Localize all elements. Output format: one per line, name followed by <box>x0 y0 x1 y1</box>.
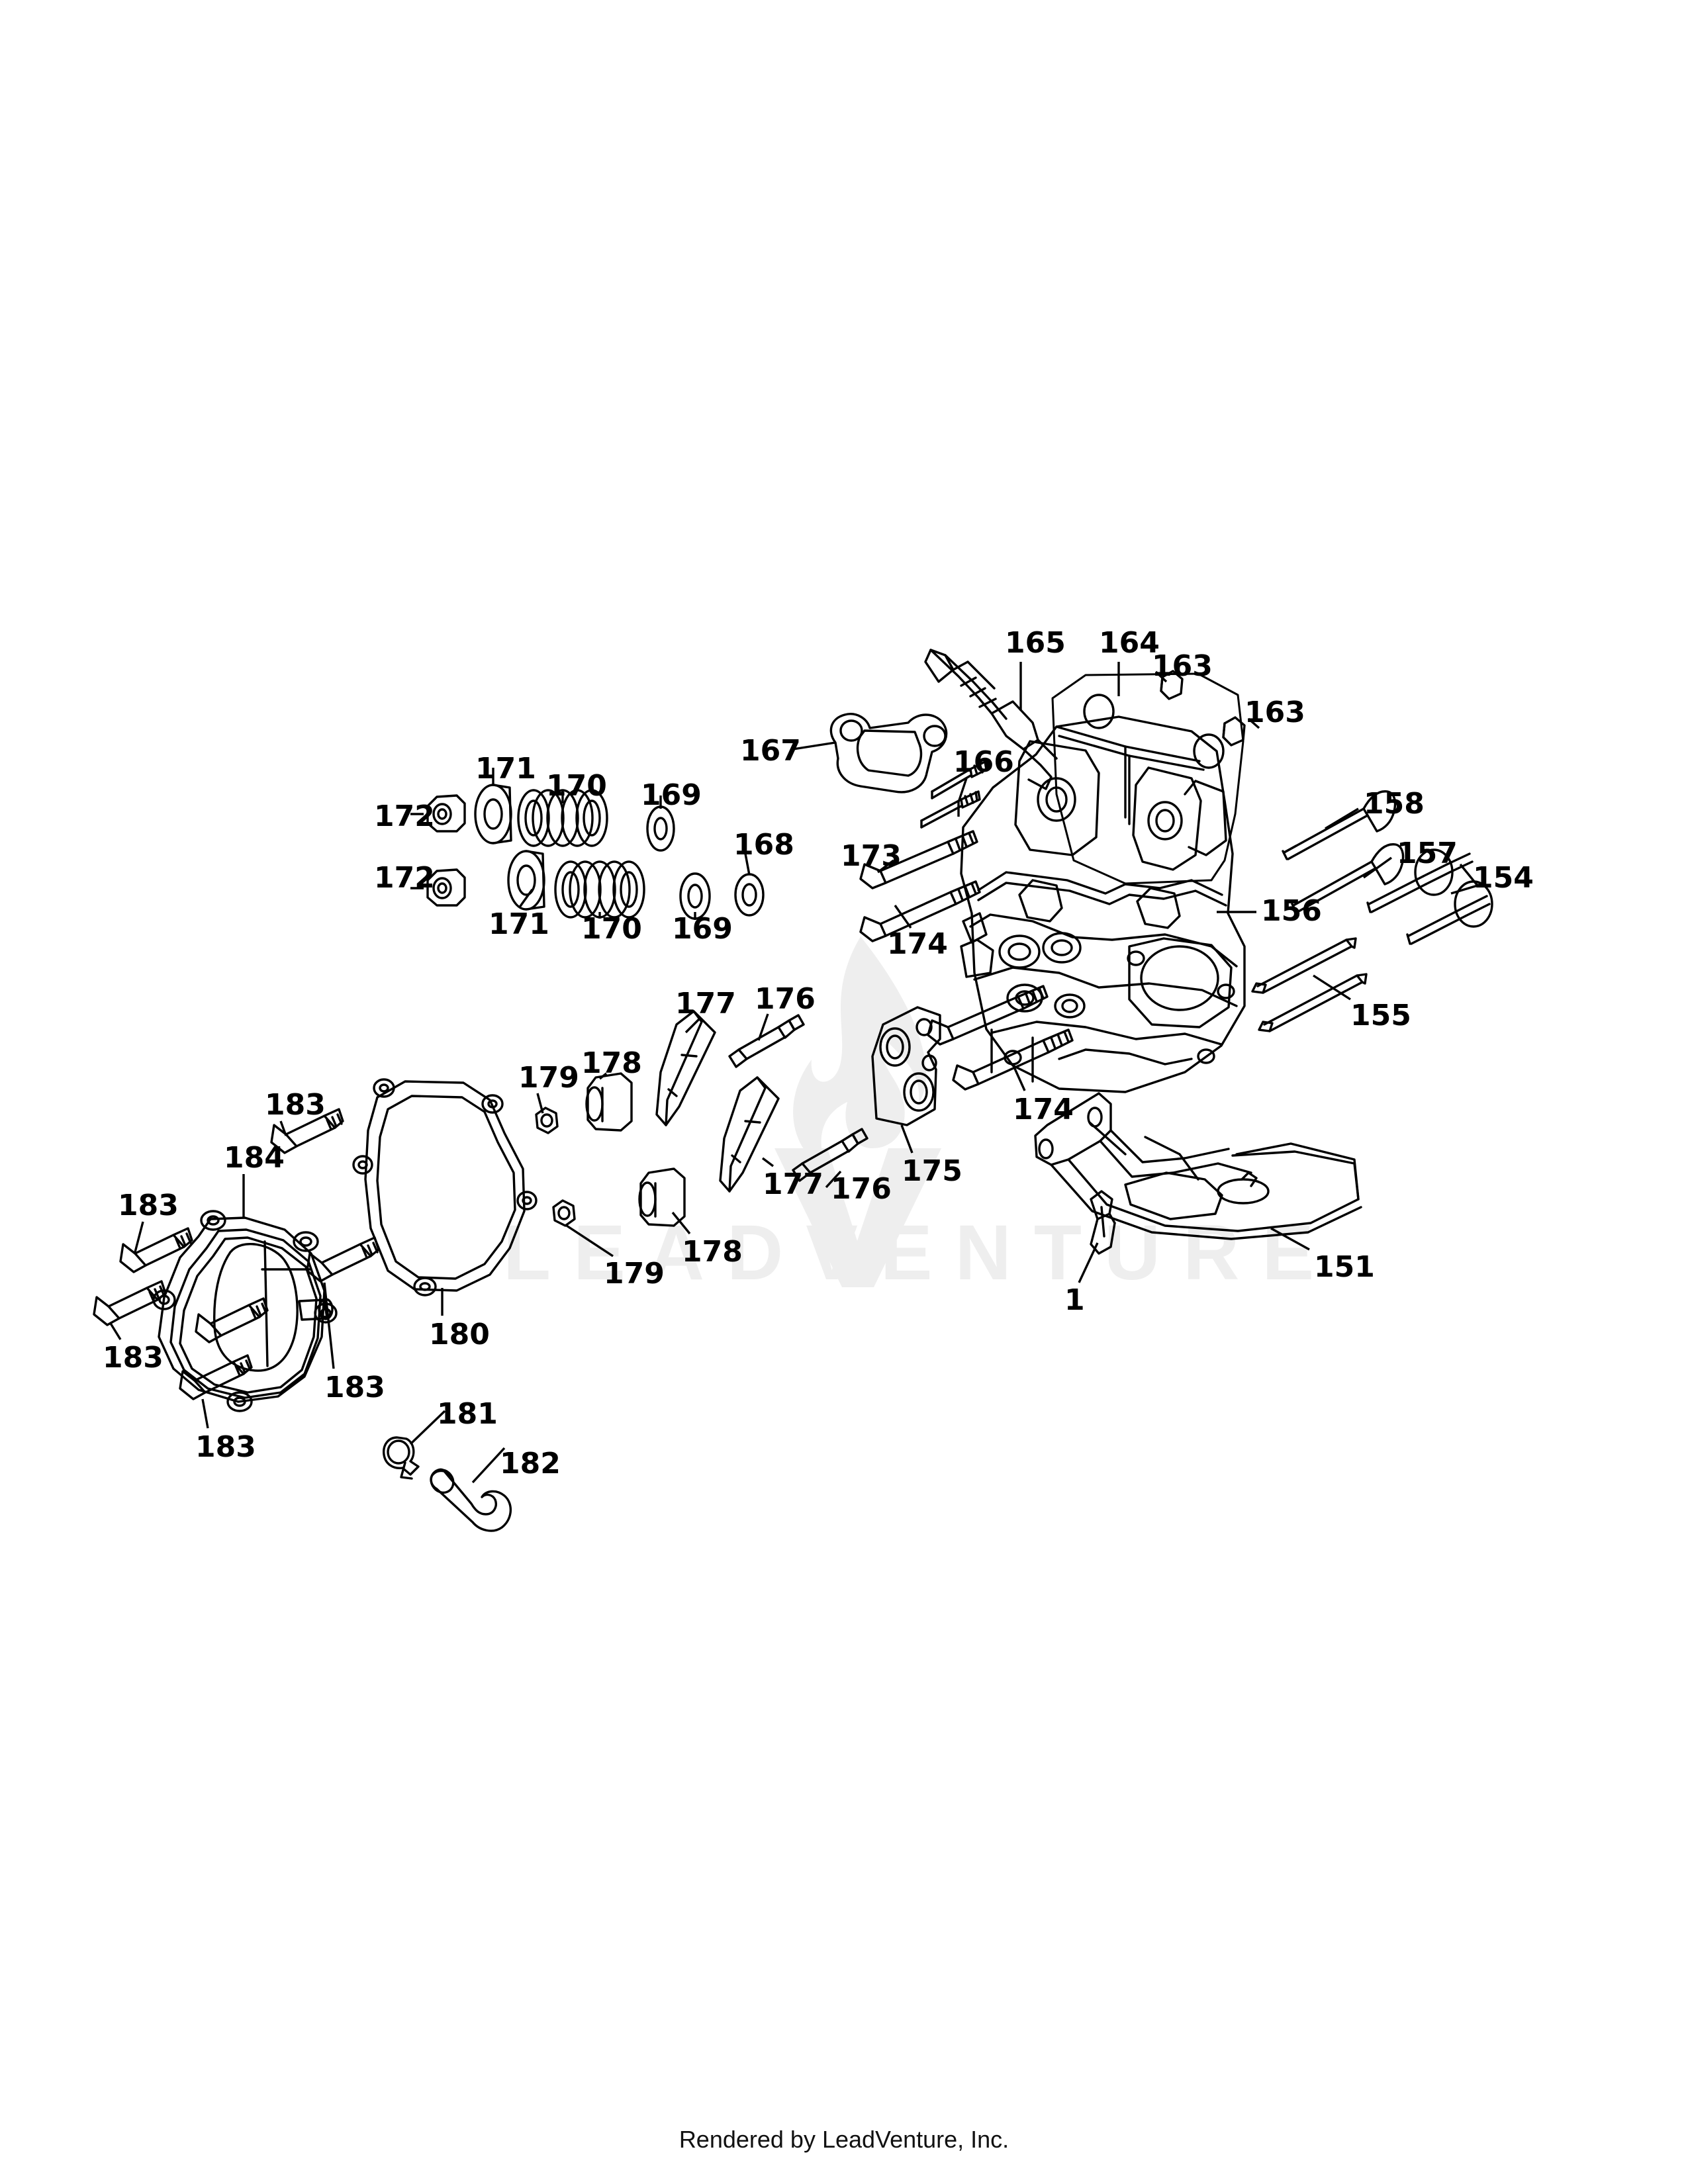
callout-155[interactable]: 155 <box>1350 999 1411 1032</box>
valve-guides-154 <box>1366 848 1493 945</box>
callout-169-lower[interactable]: 169 <box>672 912 733 946</box>
rocker-pivot-bolt-lower <box>792 1128 868 1182</box>
callout-171-lower[interactable]: 171 <box>489 907 549 941</box>
rocker-arm-upper <box>655 1010 716 1126</box>
cylinder-head-body <box>960 672 1246 1093</box>
callout-168[interactable]: 168 <box>733 828 794 862</box>
callout-163-lower[interactable]: 163 <box>1244 696 1305 729</box>
callout-170-lower[interactable]: 170 <box>581 912 642 946</box>
callout-179-upper[interactable]: 179 <box>518 1061 579 1095</box>
leadventure-flame-watermark <box>774 936 941 1287</box>
intake-gasket <box>829 713 948 794</box>
dowel-pin-lower <box>1222 716 1246 747</box>
callout-171-upper[interactable]: 171 <box>475 752 536 786</box>
flange-bolt-right-pair <box>927 985 1074 1091</box>
callout-167[interactable]: 167 <box>740 734 801 768</box>
valve-spring-stack-lower <box>426 850 765 920</box>
callout-175[interactable]: 175 <box>902 1154 962 1188</box>
callout-172-lower[interactable]: 172 <box>374 861 435 895</box>
callout-154[interactable]: 154 <box>1473 861 1534 895</box>
rocker-pivot-upper <box>585 1072 633 1132</box>
lock-nut-lower <box>552 1199 576 1227</box>
callout-177-upper[interactable]: 177 <box>675 987 736 1021</box>
callout-183-bottom[interactable]: 183 <box>324 1371 385 1404</box>
callout-172-upper[interactable]: 172 <box>374 799 435 833</box>
callout-177-lower[interactable]: 177 <box>763 1167 823 1201</box>
callout-156[interactable]: 156 <box>1261 894 1322 928</box>
push-rods-155 <box>1251 937 1368 1032</box>
callout-157[interactable]: 157 <box>1397 837 1458 870</box>
callout-183-top[interactable]: 183 <box>265 1088 326 1122</box>
rocker-arm-lower <box>719 1076 780 1193</box>
heat-shield-screw <box>1090 1190 1116 1255</box>
breather-grommet <box>383 1436 420 1480</box>
lock-nut-upper <box>535 1107 559 1134</box>
callout-163-upper[interactable]: 163 <box>1152 649 1213 683</box>
spark-plug <box>924 649 1058 790</box>
callout-184[interactable]: 184 <box>224 1141 285 1175</box>
callout-174-upper[interactable]: 174 <box>887 927 948 961</box>
callout-151[interactable]: 151 <box>1314 1250 1375 1284</box>
flange-bolts-183 <box>93 1108 380 1400</box>
heat-shield <box>1034 1092 1362 1240</box>
callout-158[interactable]: 158 <box>1364 787 1425 821</box>
breather-tube <box>430 1468 512 1532</box>
callout-170-upper[interactable]: 170 <box>546 769 607 803</box>
valve-spring-stack-upper <box>426 784 675 852</box>
rocker-guide-plate <box>871 1006 941 1126</box>
callout-178-upper[interactable]: 178 <box>581 1046 642 1080</box>
callout-165[interactable]: 165 <box>1005 626 1066 660</box>
callout-179-lower[interactable]: 179 <box>604 1257 665 1291</box>
callout-183-bottom-left[interactable]: 183 <box>195 1430 256 1464</box>
callout-176-lower[interactable]: 176 <box>831 1172 892 1206</box>
callout-182[interactable]: 182 <box>500 1447 561 1480</box>
callout-1[interactable]: 1 <box>1064 1283 1085 1317</box>
callout-183-left-upper[interactable]: 183 <box>118 1189 179 1222</box>
callout-183-left-lower[interactable]: 183 <box>103 1341 164 1375</box>
callout-176-upper[interactable]: 176 <box>755 982 816 1016</box>
rocker-pivot-lower <box>638 1167 686 1227</box>
valve-exhaust-157 <box>1291 843 1405 913</box>
footer-attribution: Rendered by LeadVenture, Inc. <box>679 2126 1009 2153</box>
callout-181[interactable]: 181 <box>437 1397 498 1431</box>
callout-180[interactable]: 180 <box>429 1318 490 1351</box>
rocker-pivot-bolt-upper <box>728 1014 805 1068</box>
callout-169-upper[interactable]: 169 <box>641 778 702 812</box>
callout-166[interactable]: 166 <box>953 745 1014 779</box>
valve-cover-gasket <box>352 1078 538 1297</box>
callout-174-lower[interactable]: 174 <box>1013 1093 1074 1126</box>
watermark-wordmark: LEADVENTURE <box>503 1209 1337 1297</box>
callout-178-lower[interactable]: 178 <box>682 1235 743 1269</box>
callout-173[interactable]: 173 <box>841 839 902 873</box>
callout-164[interactable]: 164 <box>1099 626 1160 660</box>
